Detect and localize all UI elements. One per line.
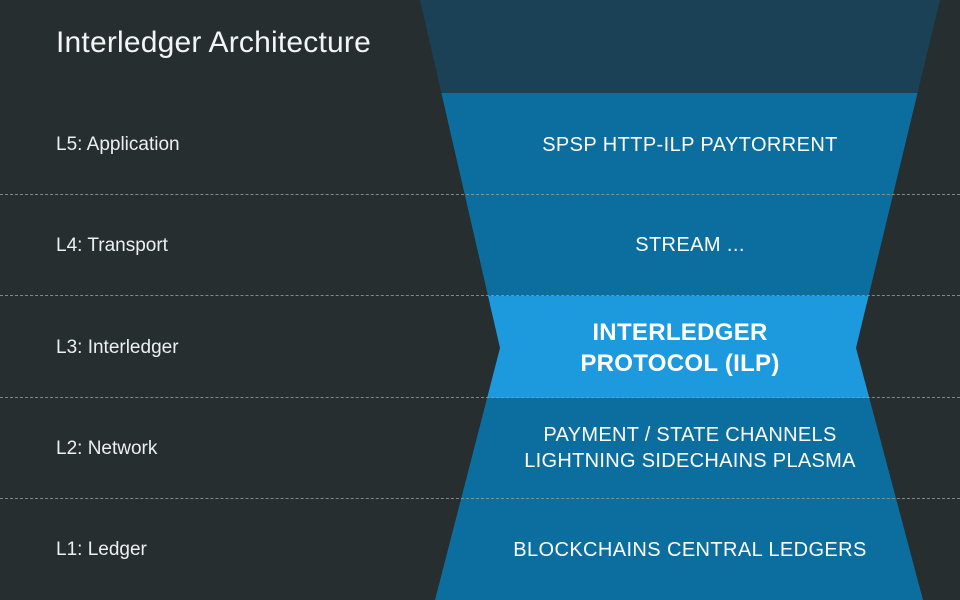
layer-label-l1: L1: Ledger bbox=[56, 539, 147, 560]
layer-divider bbox=[0, 397, 960, 398]
layer-content-line: LIGHTNING SIDECHAINS PLASMA bbox=[524, 450, 856, 472]
layer-content-line: SPSP HTTP-ILP PAYTORRENT bbox=[542, 134, 838, 156]
layer-content-line: PROTOCOL (ILP) bbox=[580, 350, 780, 377]
layer-label-l3: L3: Interledger bbox=[56, 337, 179, 358]
funnel-band-highlight bbox=[420, 296, 940, 398]
layer-content-l1: BLOCKCHAINS CENTRAL LEDGERS bbox=[430, 537, 950, 563]
layer-divider bbox=[0, 498, 960, 499]
layer-divider bbox=[0, 194, 960, 195]
layer-content-l4: STREAM ... bbox=[430, 232, 950, 258]
layer-label-l4: L4: Transport bbox=[56, 235, 168, 256]
funnel-band-lower bbox=[420, 398, 940, 600]
layer-divider bbox=[0, 295, 960, 296]
layer-label-l2: L2: Network bbox=[56, 438, 158, 459]
layer-content-line: PAYMENT / STATE CHANNELS bbox=[543, 424, 837, 446]
layer-content-l3: INTERLEDGER PROTOCOL (ILP) bbox=[470, 317, 890, 379]
layer-content-l5: SPSP HTTP-ILP PAYTORRENT bbox=[430, 132, 950, 158]
layer-label-l5: L5: Application bbox=[56, 134, 180, 155]
funnel-band-header bbox=[420, 0, 940, 93]
layer-content-line: BLOCKCHAINS CENTRAL LEDGERS bbox=[513, 539, 867, 561]
layer-content-line: INTERLEDGER bbox=[592, 318, 768, 346]
layer-content-line: STREAM ... bbox=[635, 234, 745, 256]
layer-content-l2: PAYMENT / STATE CHANNELS LIGHTNING SIDECH… bbox=[430, 422, 950, 474]
page-title: Interledger Architecture bbox=[56, 26, 371, 59]
